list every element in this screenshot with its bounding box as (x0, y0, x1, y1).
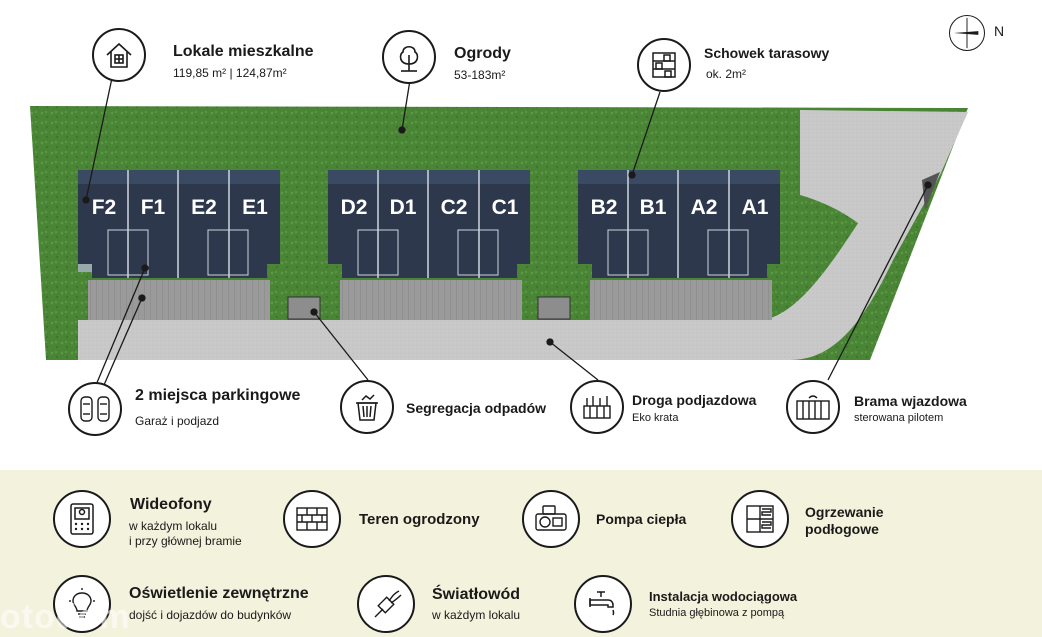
unit-label: A2 (690, 196, 718, 219)
gate-title: Brama wjazdowa (854, 393, 967, 409)
waste-title: Segregacja odpadów (406, 400, 547, 416)
driveway-title: Droga podjazdowa (632, 392, 757, 408)
cars-icon (68, 382, 122, 436)
house-icon (92, 28, 146, 82)
tree-icon (382, 30, 436, 84)
gate-icon (786, 380, 840, 434)
compass-label: N (994, 23, 1005, 39)
heatpump-title: Pompa ciepła (596, 511, 687, 527)
road-curve (800, 110, 968, 260)
intercom-icon (53, 490, 111, 548)
parking-row-2 (340, 280, 522, 320)
parking-sub: Garaż i podjazd (135, 414, 220, 428)
parking-row-3 (590, 280, 772, 320)
gate-sub: sterowana pilotem (854, 412, 944, 424)
amenities-panel (0, 470, 1042, 637)
unit-label: D2 (340, 196, 368, 219)
watermark: otodom (0, 598, 131, 636)
waste-bin-2 (537, 296, 571, 320)
gardens-title: Ogrody (454, 45, 511, 62)
lightbulb-icon (53, 575, 111, 633)
floorheat-title1: Ogrzewanie (805, 504, 884, 520)
gardens-sub: 53-183m² (454, 68, 506, 82)
grass-grid-icon (570, 380, 624, 434)
floorheat-title2: podłogowe (805, 521, 879, 537)
unit-label: E2 (191, 196, 217, 219)
compass-icon (949, 15, 985, 51)
shelf-icon (637, 38, 691, 92)
residential-sub: 119,85 m² | 124,87m² (173, 66, 287, 80)
gate-marker (922, 172, 940, 210)
brick-wall-icon (283, 490, 341, 548)
parking-row-1 (88, 280, 270, 320)
storage-sub: ok. 2m² (706, 67, 747, 81)
site-plan (30, 77, 968, 386)
unit-label: C2 (440, 196, 468, 219)
fence-title: Teren ogrodzony (359, 511, 480, 528)
fiber-cable-icon (357, 575, 415, 633)
intercom-sub1: w każdym lokalu (129, 519, 218, 533)
unit-label: A1 (741, 196, 769, 219)
residential-title: Lokale mieszkalne (173, 43, 314, 60)
parking-title: 2 miejsca parkingowe (135, 387, 301, 404)
lighting-title: Oświetlenie zewnętrzne (129, 585, 309, 602)
unit-label: F2 (91, 196, 117, 219)
unit-label: E1 (242, 196, 268, 219)
water-sub: Studnia głębinowa z pompą (649, 607, 785, 619)
lighting-sub: dojść i dojazdów do budynków (129, 608, 292, 622)
unit-label: B1 (639, 196, 667, 219)
driveway-sub: Eko krata (632, 412, 679, 424)
unit-label: C1 (491, 196, 519, 219)
access-road (78, 175, 935, 360)
faucet-icon (574, 575, 632, 633)
intercom-title: Wideofony (130, 496, 212, 513)
waste-bin-1 (287, 296, 321, 320)
water-title: Instalacja wodociągowa (649, 589, 798, 604)
unit-label: F1 (140, 196, 166, 219)
trash-icon (340, 380, 394, 434)
unit-label: D1 (389, 196, 417, 219)
floor-heating-icon (731, 490, 789, 548)
fiber-sub: w każdym lokalu (432, 608, 521, 622)
intercom-sub2: i przy głównej bramie (129, 534, 242, 548)
unit-label: B2 (590, 196, 618, 219)
storage-title: Schowek tarasowy (704, 45, 830, 61)
heat-pump-icon (522, 490, 580, 548)
fiber-title: Światłowód (432, 586, 520, 603)
